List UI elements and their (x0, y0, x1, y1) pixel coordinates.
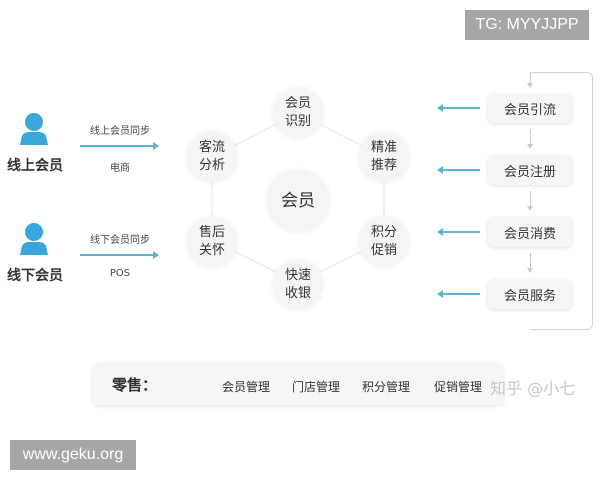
hub-node-aftersales-care: 售后关怀 (187, 217, 237, 267)
online-sync-label: 线上会员同步 (90, 126, 150, 137)
arrow-down-icon (527, 253, 533, 273)
retail-item-promo-mgmt: 促销管理 (434, 380, 483, 394)
watermark-bottom-left: www.geku.org (10, 440, 136, 470)
zhihu-watermark: 知乎 @小七 (490, 379, 576, 398)
hub-node-fast-checkout: 快速收银 (273, 260, 323, 310)
offline-member-label: 线下会员 (7, 268, 63, 284)
arrow-right-icon (80, 142, 159, 150)
arrow-down-icon (527, 72, 533, 88)
hub-node-points-promotion: 积分促销 (359, 217, 409, 267)
retail-bar-title: 零售： (112, 376, 158, 394)
arrow-down-icon (527, 191, 533, 211)
lifecycle-step-consume: 会员消费 (488, 217, 572, 247)
lifecycle-step-service: 会员服务 (488, 279, 572, 309)
arrow-left-icon (437, 104, 480, 112)
offline-sync-label: 线下会员同步 (90, 235, 150, 246)
lifecycle-step-attract: 会员引流 (488, 93, 572, 123)
arrow-left-icon (437, 228, 480, 236)
lifecycle-step-register: 会员注册 (488, 155, 572, 185)
hub-center-member: 会员 (267, 170, 329, 232)
online-member-label: 线上会员 (7, 158, 63, 174)
arrow-left-icon (437, 290, 480, 298)
lifecycle-loop-line (530, 72, 593, 330)
arrow-right-icon (80, 251, 159, 259)
hub-node-precise-recommend: 精准推荐 (359, 132, 409, 182)
offline-channel-label: POS (109, 268, 131, 279)
retail-bar (93, 363, 503, 405)
arrow-down-icon (527, 129, 533, 149)
retail-item-points-mgmt: 积分管理 (362, 380, 411, 394)
retail-item-member-mgmt: 会员管理 (222, 380, 271, 394)
online-channel-label: 电商 (110, 163, 130, 174)
person-icon (20, 223, 48, 255)
retail-item-store-mgmt: 门店管理 (292, 380, 341, 394)
hub-node-traffic-analysis: 客流分析 (187, 132, 237, 182)
hub-node-member-identify: 会员识别 (273, 88, 323, 138)
person-icon (20, 113, 48, 145)
arrow-left-icon (437, 166, 480, 174)
watermark-top-right: TG: MYYJJPP (465, 10, 589, 40)
